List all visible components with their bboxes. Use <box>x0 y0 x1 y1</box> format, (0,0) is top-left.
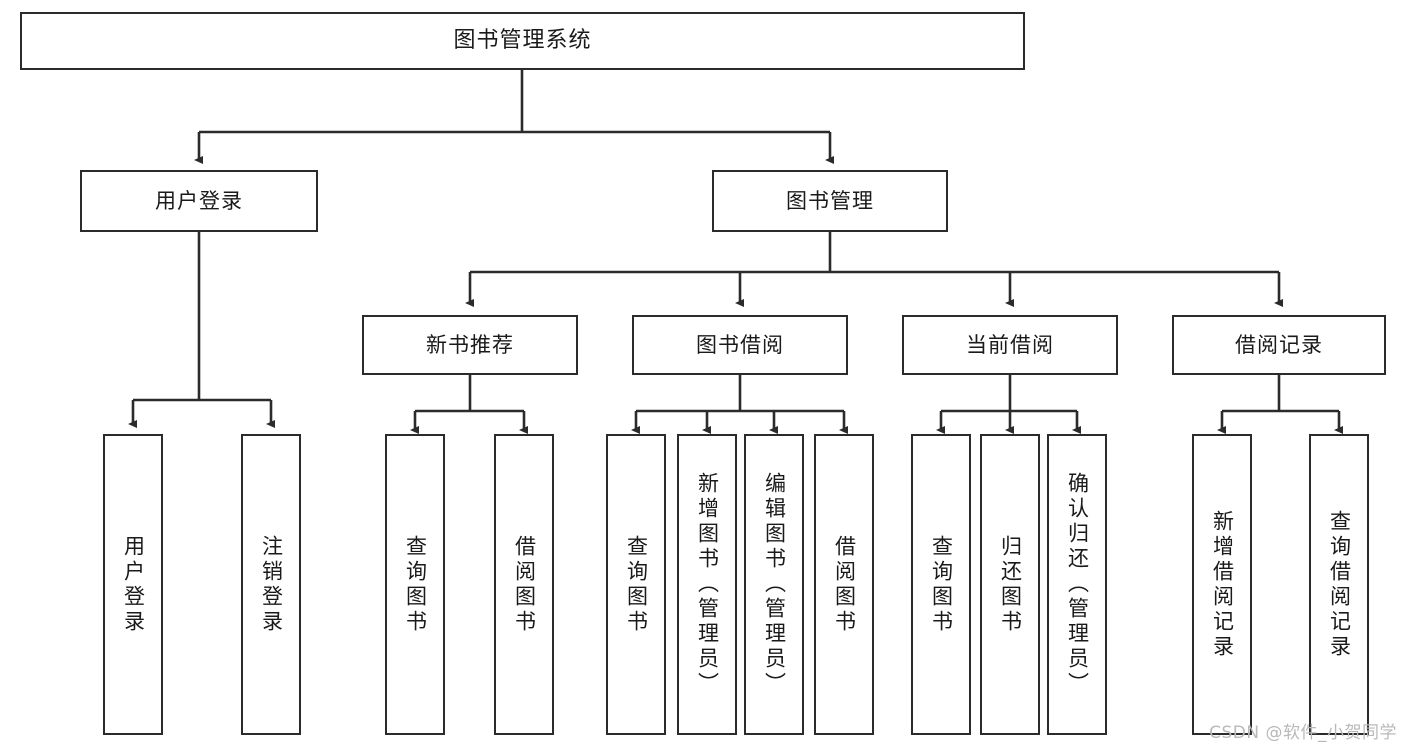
watermark-text: CSDN @软件_小贺同学 <box>1209 723 1397 743</box>
node-label: 新书推荐 <box>426 332 514 357</box>
leaf-borrow-edit-book-admin[interactable]: 编辑图书（管理员） <box>744 434 804 735</box>
leaf-user-login-login[interactable]: 用户登录 <box>103 434 163 735</box>
node-new-book-recommend[interactable]: 新书推荐 <box>362 315 578 375</box>
leaf-record-add-record[interactable]: 新增借阅记录 <box>1192 434 1252 735</box>
node-label: 归还图书 <box>998 534 1023 635</box>
node-label: 确认归还（管理员） <box>1065 472 1090 697</box>
leaf-borrow-add-book-admin[interactable]: 新增图书（管理员） <box>677 434 737 735</box>
node-label: 用户登录 <box>155 188 243 213</box>
leaf-current-query-book[interactable]: 查询图书 <box>911 434 971 735</box>
node-label: 注销登录 <box>259 534 284 635</box>
node-book-management[interactable]: 图书管理 <box>712 170 948 232</box>
node-label: 图书管理 <box>786 188 874 213</box>
node-label: 当前借阅 <box>966 332 1054 357</box>
node-label: 查询图书 <box>929 534 954 635</box>
leaf-borrow-query-book[interactable]: 查询图书 <box>606 434 666 735</box>
leaf-current-confirm-return-admin[interactable]: 确认归还（管理员） <box>1047 434 1107 735</box>
node-label: 查询图书 <box>403 534 428 635</box>
node-label: 借阅记录 <box>1235 332 1323 357</box>
node-label: 图书借阅 <box>696 332 784 357</box>
leaf-user-login-logout[interactable]: 注销登录 <box>241 434 301 735</box>
node-label: 借阅图书 <box>512 534 537 635</box>
node-book-borrow[interactable]: 图书借阅 <box>632 315 848 375</box>
node-user-login[interactable]: 用户登录 <box>80 170 318 232</box>
node-root-system[interactable]: 图书管理系统 <box>20 12 1025 70</box>
node-label: 查询借阅记录 <box>1327 509 1352 660</box>
node-borrow-record[interactable]: 借阅记录 <box>1172 315 1386 375</box>
leaf-recommend-borrow-book[interactable]: 借阅图书 <box>494 434 554 735</box>
node-label: 图书管理系统 <box>453 28 592 54</box>
node-label: 用户登录 <box>121 534 146 635</box>
node-label: 编辑图书（管理员） <box>762 472 787 697</box>
leaf-borrow-borrow-book[interactable]: 借阅图书 <box>814 434 874 735</box>
leaf-current-return-book[interactable]: 归还图书 <box>980 434 1040 735</box>
node-label: 新增图书（管理员） <box>695 472 720 697</box>
node-current-borrow[interactable]: 当前借阅 <box>902 315 1118 375</box>
node-label: 查询图书 <box>624 534 649 635</box>
leaf-record-query-record[interactable]: 查询借阅记录 <box>1309 434 1369 735</box>
node-label: 借阅图书 <box>832 534 857 635</box>
node-label: 新增借阅记录 <box>1210 509 1235 660</box>
leaf-recommend-query-book[interactable]: 查询图书 <box>385 434 445 735</box>
